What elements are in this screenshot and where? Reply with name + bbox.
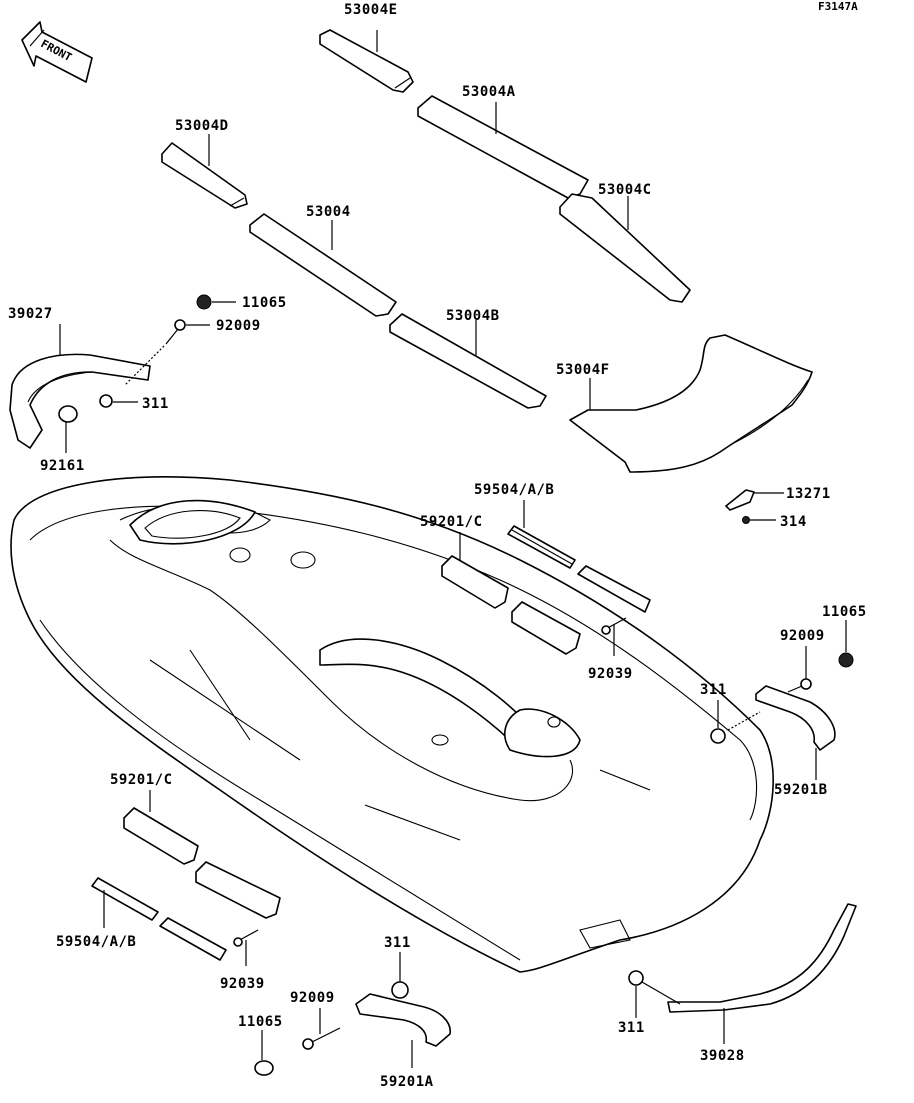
guard-59201a[interactable] (355, 993, 451, 1047)
label-39027: 39027 (8, 306, 53, 322)
label-53004b: 53004B (446, 308, 500, 324)
label-311-right: 311 (700, 682, 727, 698)
guard-59201b[interactable] (755, 685, 836, 751)
washer-311-top[interactable] (99, 394, 113, 408)
rail-59201-lower[interactable] (123, 807, 281, 919)
label-92161: 92161 (40, 458, 85, 474)
label-59201-lower: 59201/C (110, 772, 173, 788)
bolt-92009-right[interactable] (787, 678, 812, 693)
washer-311-rear[interactable] (628, 970, 644, 986)
bumper-39028[interactable] (667, 903, 857, 1013)
label-53004d: 53004D (175, 118, 229, 134)
label-92009-lower: 92009 (290, 990, 335, 1006)
label-59504-upper: 59504/A/B (474, 482, 554, 498)
mat-53004a[interactable] (417, 95, 589, 199)
label-53004e: 53004E (344, 2, 398, 18)
label-53004f: 53004F (556, 362, 610, 378)
washer-311-right[interactable] (710, 728, 726, 744)
label-53004: 53004 (306, 204, 351, 220)
label-59201a: 59201A (380, 1074, 434, 1090)
rail-59201-upper[interactable] (441, 555, 581, 655)
label-53004c: 53004C (598, 182, 652, 198)
nut-11065-top[interactable] (196, 294, 212, 310)
label-53004a: 53004A (462, 84, 516, 100)
mat-53004c[interactable] (559, 193, 691, 303)
label-311-lower: 311 (384, 935, 411, 951)
label-59201b: 59201B (774, 782, 828, 798)
mat-53004[interactable] (249, 213, 397, 317)
label-314: 314 (780, 514, 807, 530)
pin-92039-lower[interactable] (233, 929, 259, 947)
label-92039-upper: 92039 (588, 666, 633, 682)
label-11065-right: 11065 (822, 604, 867, 620)
label-13271: 13271 (786, 486, 831, 502)
washer-311-lower[interactable] (391, 981, 409, 999)
mat-53004e[interactable] (319, 29, 414, 93)
hull (10, 476, 774, 973)
label-92009-top: 92009 (216, 318, 261, 334)
cap-92161[interactable] (58, 405, 78, 423)
bumper-39027[interactable] (9, 353, 151, 449)
label-39028: 39028 (700, 1048, 745, 1064)
nut-11065-lower[interactable] (254, 1060, 274, 1076)
front-arrow-icon: FRONT (21, 21, 93, 83)
label-11065-lower: 11065 (238, 1014, 283, 1030)
label-59201-upper: 59201/C (420, 514, 483, 530)
mat-53004f[interactable] (569, 334, 813, 473)
bolt-92009-lower[interactable] (302, 1027, 341, 1050)
nut-11065-right[interactable] (838, 652, 854, 668)
diagram-code: F3147A (818, 0, 858, 13)
pin-92039-upper[interactable] (601, 617, 627, 635)
label-311-rear: 311 (618, 1020, 645, 1036)
label-92009-right: 92009 (780, 628, 825, 644)
rail-59504-lower[interactable] (91, 877, 227, 961)
mat-53004b[interactable] (389, 313, 547, 409)
label-311-top: 311 (142, 396, 169, 412)
label-59504-lower: 59504/A/B (56, 934, 136, 950)
bolt-92009-top[interactable] (165, 319, 186, 345)
label-92039-lower: 92039 (220, 976, 265, 992)
label-11065-top: 11065 (242, 295, 287, 311)
bracket-13271[interactable] (725, 489, 755, 524)
rail-59504-upper[interactable] (507, 525, 651, 613)
mat-53004d[interactable] (161, 134, 248, 209)
